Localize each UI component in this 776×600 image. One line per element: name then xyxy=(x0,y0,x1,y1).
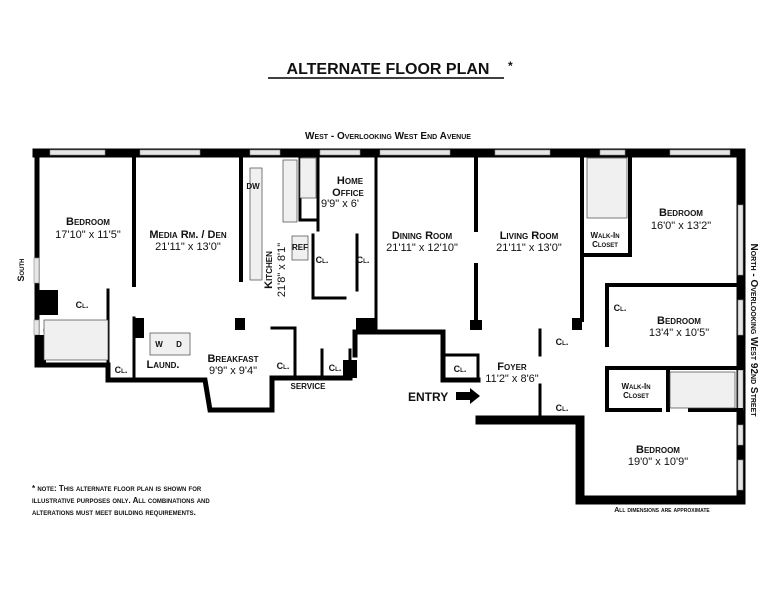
dining-room-dims: 21'11" x 12'10" xyxy=(386,242,458,254)
note-line-3: alterations must meet building requireme… xyxy=(32,508,196,517)
dryer-label: D xyxy=(176,340,182,349)
closet-label: Cl. xyxy=(115,365,128,375)
fixtures xyxy=(43,157,736,409)
disclaimer: All dimensions are approximate xyxy=(614,507,710,514)
dishwasher-label: DW xyxy=(246,182,260,191)
note-line-1: * note: This alternate floor plan is sho… xyxy=(32,484,202,493)
bedroom-mid-dims: 13'4" x 10'5" xyxy=(649,327,709,339)
closet-label: Cl. xyxy=(357,255,370,265)
home-office-name-2: Office xyxy=(332,187,364,199)
closet-label: Cl. xyxy=(76,300,89,310)
walkin-closet-1-line2: Closet xyxy=(592,240,618,249)
outer-walls xyxy=(32,148,746,505)
bathroom-fixtures-icon xyxy=(669,371,736,409)
bathtub-icon xyxy=(43,319,109,361)
walkin-closet-2-line2: Closet xyxy=(623,391,649,400)
laundry-label: Laund. xyxy=(147,359,180,371)
closet-label: Cl. xyxy=(556,403,569,413)
room-labels: Bedroom 17'10" x 11'5" Media Rm. / Den 2… xyxy=(55,175,711,468)
refrigerator-label: REF xyxy=(292,243,308,252)
closet-label: Cl. xyxy=(556,337,569,347)
walkin-closet-2-line1: Walk-In xyxy=(621,382,650,391)
media-room-dims: 21'11" x 13'0" xyxy=(155,241,221,253)
breakfast-name: Breakfast xyxy=(207,353,258,365)
closet-label: Cl. xyxy=(329,363,342,373)
bedroom-sw-dims: 17'10" x 11'5" xyxy=(55,229,121,241)
entry-arrow-icon xyxy=(456,388,480,404)
toilet-icon xyxy=(299,157,317,199)
interior-walls xyxy=(36,151,743,420)
entry-label: ENTRY xyxy=(408,390,448,404)
kitchen-name: Kitchen xyxy=(263,251,275,289)
walkin-closet-1-line1: Walk-In xyxy=(590,231,619,240)
bathroom-fixtures-icon xyxy=(586,157,628,219)
washer-label: W xyxy=(155,340,163,349)
living-room-name: Living Room xyxy=(500,230,559,242)
closet-label: Cl. xyxy=(454,364,467,374)
title-asterisk: * xyxy=(508,59,513,73)
closet-label: Cl. xyxy=(614,303,627,313)
orientation-right: North - Overlooking West 92nd Street xyxy=(748,243,759,417)
bedroom-ne-name: Bedroom xyxy=(636,444,680,456)
bedroom-nw-dims: 16'0" x 13'2" xyxy=(651,220,711,232)
orientation-top: West - Overlooking West End Avenue xyxy=(305,131,471,142)
service-label: SERVICE xyxy=(291,382,327,391)
stove-icon xyxy=(282,159,298,223)
home-office-dims: 9'9" x 6' xyxy=(321,198,359,210)
bedroom-mid-name: Bedroom xyxy=(657,315,701,327)
dining-room-name: Dining Room xyxy=(392,230,453,242)
foyer-dims: 11'2" x 8'6" xyxy=(485,373,538,385)
kitchen-dims: 21'8" x 8'1" xyxy=(276,243,288,297)
breakfast-dims: 9'9" x 9'4" xyxy=(209,365,257,377)
home-office-name: Home xyxy=(337,175,364,187)
plan-title: ALTERNATE FLOOR PLAN xyxy=(287,61,490,78)
media-room-name: Media Rm. / Den xyxy=(149,229,226,241)
living-room-dims: 21'11" x 13'0" xyxy=(496,242,562,254)
note-line-2: illustrative purposes only. All combinat… xyxy=(32,496,210,505)
closet-label: Cl. xyxy=(277,361,290,371)
bedroom-sw-name: Bedroom xyxy=(66,216,110,228)
closet-label: Cl. xyxy=(316,255,329,265)
bedroom-nw-name: Bedroom xyxy=(659,207,703,219)
orientation-left: South xyxy=(16,258,26,281)
foyer-name: Foyer xyxy=(497,361,527,373)
bedroom-ne-dims: 19'0" x 10'9" xyxy=(628,456,688,468)
